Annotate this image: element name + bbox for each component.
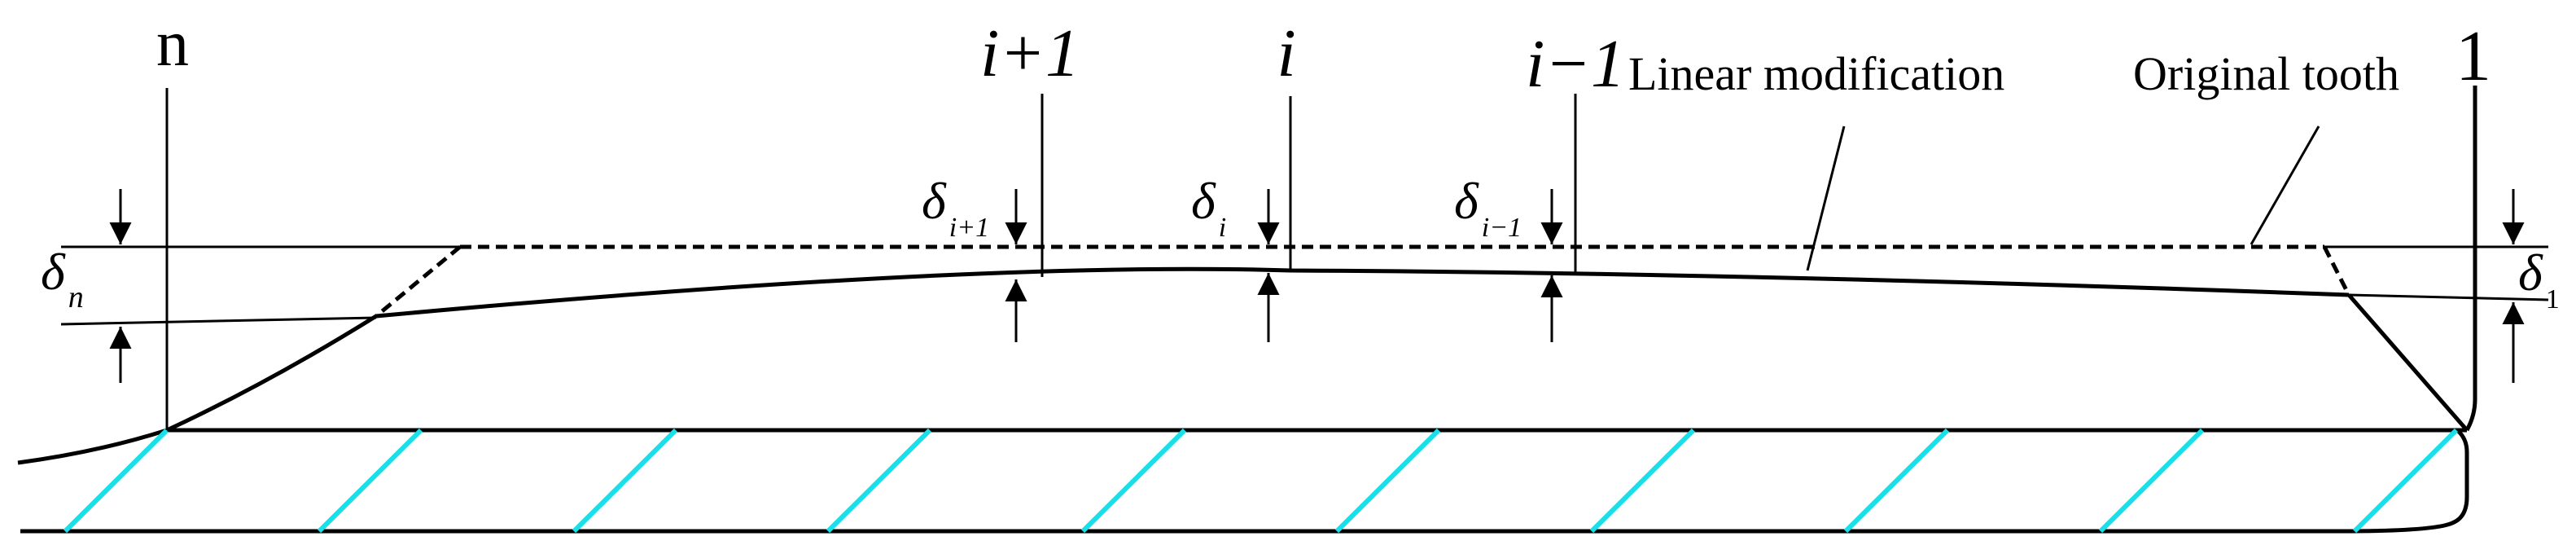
- ref-left-bottom: [60, 316, 377, 326]
- right-fillet: [2464, 86, 2477, 432]
- label-n: n: [156, 8, 189, 80]
- base-bottom-line: [20, 429, 2469, 534]
- position-markers: [165, 88, 1577, 430]
- dimension-arrows: [109, 189, 2525, 383]
- label-i: i: [1277, 15, 1295, 91]
- ref-right-bottom: [2348, 293, 2549, 301]
- linear-modification-leader: [1806, 125, 1846, 271]
- label-i-plus-1: i+1: [980, 15, 1080, 91]
- label-original-tooth: Original tooth: [2133, 47, 2399, 100]
- root-fillet-left: [17, 428, 168, 465]
- modified-tooth-profile: [165, 266, 2469, 433]
- reference-lines: [60, 245, 2549, 326]
- modified-tip-curve: [375, 266, 2350, 319]
- label-linear-modification: Linear modification: [1628, 47, 2004, 100]
- right-flank: [2347, 293, 2469, 432]
- left-flank: [165, 314, 378, 433]
- callout-leaders: [1806, 125, 2320, 271]
- gear-base: [17, 86, 2477, 534]
- base-hatching: [63, 428, 2459, 534]
- original-tooth-profile: [375, 244, 2351, 318]
- label-1: 1: [2456, 17, 2491, 96]
- label-i-minus-1: i−1: [1526, 26, 1625, 102]
- original-tooth-leader: [2250, 125, 2320, 245]
